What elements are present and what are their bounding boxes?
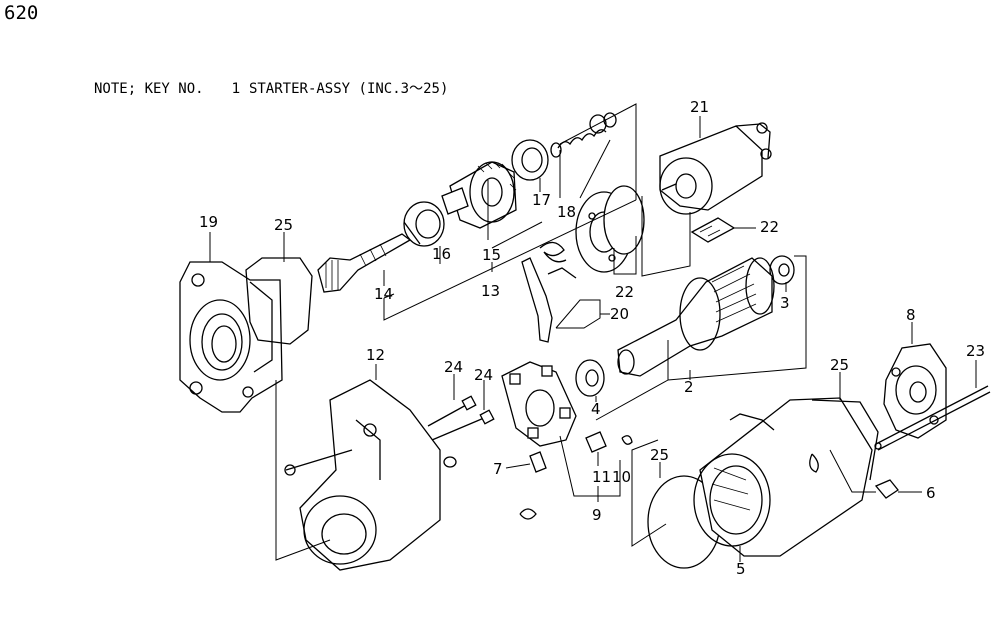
part-3-washer: [769, 255, 795, 285]
part-11-brush: [585, 431, 607, 453]
page-number: 620: [4, 2, 39, 24]
part-20-shift-lever: [521, 241, 577, 343]
note-description: STARTER-ASSY (INC.3～25): [248, 81, 449, 97]
note-text: NOTE; KEY NO. 1 STARTER-ASSY (INC.3～25): [94, 78, 448, 98]
part-15-clutch-gear: [441, 161, 517, 229]
part-4-bearing: [575, 359, 605, 397]
callout-17: 17: [532, 191, 551, 209]
part-5-yoke: [693, 397, 879, 557]
callout-8: 8: [906, 306, 916, 324]
part-7-brush: [529, 451, 547, 473]
part-21-solenoid: [659, 122, 772, 215]
callout-2: 2: [684, 378, 694, 396]
part-2-armature: [617, 257, 775, 377]
callout-9: 9: [592, 506, 602, 524]
part-8-rear-cover: [883, 343, 947, 439]
part-7-spring: [519, 508, 537, 520]
part-24-bolts: [427, 395, 495, 441]
note-key-number: 1: [231, 81, 241, 97]
callout-11: 11: [592, 468, 611, 486]
part-23-through-bolt: [874, 385, 991, 451]
callout-10: 10: [612, 468, 631, 486]
callout-13: 13: [481, 282, 500, 300]
callout-7: 7: [493, 460, 503, 478]
callout-labels: 2 3 4 5 6 7 8 9 10 11 12 13 14 15 16 17 …: [199, 98, 985, 578]
part-22-plate: [575, 185, 645, 273]
leader-lines: [209, 103, 977, 562]
callout-19: 19: [199, 213, 218, 231]
callout-14: 14: [374, 285, 393, 303]
callout-25-rear: 25: [650, 446, 669, 464]
callout-22-plate: 22: [615, 283, 634, 301]
callout-15: 15: [482, 246, 501, 264]
note-prefix: NOTE; KEY NO.: [94, 81, 204, 97]
part-12-center-housing: [284, 379, 457, 571]
callout-25-yoke: 25: [830, 356, 849, 374]
part-22-brush: [690, 217, 736, 243]
part-16-ring: [403, 201, 445, 247]
part-19-drive-housing: [179, 261, 283, 413]
callout-20: 20: [610, 305, 629, 323]
callout-25-front: 25: [274, 216, 293, 234]
part-6-screw: [874, 479, 899, 499]
part-17-bushing: [511, 139, 549, 181]
callout-3: 3: [780, 294, 790, 312]
part-25-gasket-front: [245, 257, 313, 345]
callout-24-upper: 24: [444, 358, 463, 376]
part-18-spring-washers: [550, 112, 617, 158]
callout-21: 21: [690, 98, 709, 116]
callout-22-brush: 22: [760, 218, 779, 236]
callout-5: 5: [736, 560, 746, 578]
callout-16: 16: [432, 245, 451, 263]
callout-6: 6: [926, 484, 936, 502]
callout-18: 18: [557, 203, 576, 221]
callout-12: 12: [366, 346, 385, 364]
callout-24-lower: 24: [474, 366, 493, 384]
callout-23: 23: [966, 342, 985, 360]
part-9-brush-holder: [501, 361, 577, 447]
part-10-spring: [621, 435, 633, 445]
callout-4: 4: [591, 400, 601, 418]
part-14-pinion-shaft: [317, 233, 412, 293]
